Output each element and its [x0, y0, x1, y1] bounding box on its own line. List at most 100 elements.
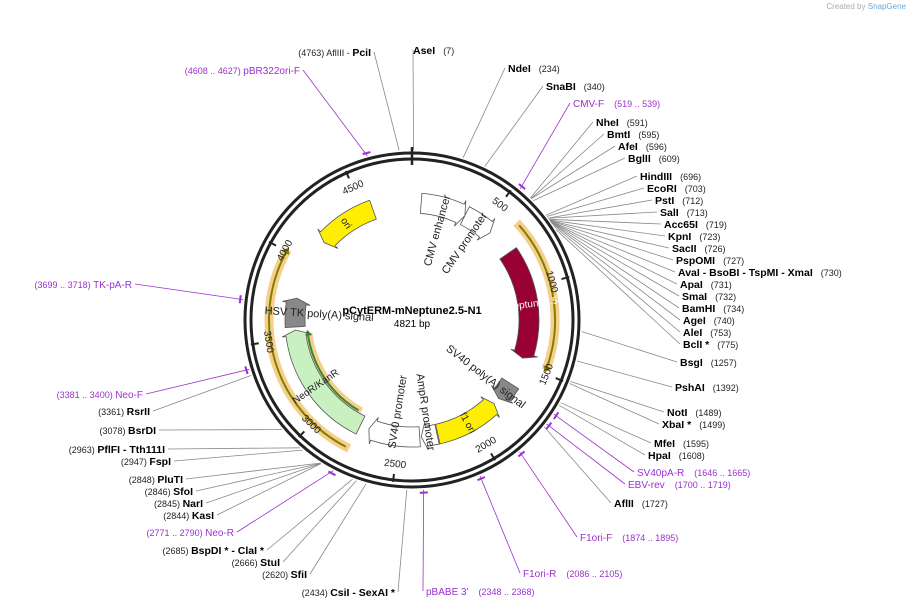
site-name-4: BmtI [607, 129, 630, 141]
site-name-0: AseI [413, 45, 435, 57]
primer-range-2: (1700 .. 1719) [675, 480, 731, 490]
primer-mark-1 [553, 411, 560, 420]
site-name-32: PflFI - Tth111I [97, 444, 165, 456]
primer-range-1: (1646 .. 1665) [694, 468, 750, 478]
site-num-20: (753) [710, 328, 731, 338]
scale-tick-1000 [561, 275, 570, 280]
site-name-21: BclI * [683, 339, 710, 351]
primer-label-9: (4608 .. 4627) pBR322ori-F [185, 66, 300, 77]
backbone [243, 147, 581, 489]
primer-name-6: Neo-R [205, 528, 234, 539]
site-name-26: MfeI [654, 438, 675, 450]
feature-arrow-cmv-enhancer [419, 192, 467, 227]
site-num-37: (2844) [163, 511, 192, 521]
site-label-24: NotI (1489) [667, 407, 721, 419]
feature-arrow-mneptune2-5 [499, 247, 540, 359]
site-num-39: (2666) [232, 558, 261, 568]
credit-prefix: Created by [826, 2, 866, 11]
site-num-5: (596) [646, 142, 667, 152]
site-label-40: (2620) SfiI [262, 569, 307, 581]
plasmid-name: pCytERM-mNeptune2.5-N1 [342, 305, 481, 317]
site-label-41: (2434) CsiI - SexAI * [302, 587, 396, 599]
primer-label-8: (3699 .. 3718) TK-pA-R [35, 280, 132, 291]
plasmid-length: 4821 bp [394, 319, 431, 330]
site-name-23: PshAI [675, 382, 705, 394]
site-num-3: (591) [627, 118, 648, 128]
primer-label-1: SV40pA-R(1646 .. 1665) [637, 468, 750, 479]
site-leader-20 [553, 225, 681, 333]
snapgene-credit: Created by SnapGene [826, 2, 906, 11]
primer-name-7: Neo-F [115, 390, 143, 401]
site-name-27: HpaI [648, 450, 671, 462]
site-label-18: BamHI(734) [682, 303, 744, 315]
scale-tick-4000 [268, 240, 277, 247]
site-num-23: (1392) [713, 383, 739, 393]
site-leader-2 [484, 85, 544, 167]
primer-leader-5 [422, 489, 425, 592]
track-arrow-0 [518, 224, 556, 367]
site-label-21: BclI *(775) [683, 339, 738, 351]
site-name-2: SnaBI [546, 81, 576, 93]
site-leader-7 [545, 175, 638, 216]
site-leader-27 [558, 404, 646, 456]
site-num-13: (726) [705, 244, 726, 254]
site-leader-28 [543, 426, 612, 504]
site-name-39: StuI [260, 557, 280, 569]
primer-range-3: (1874 .. 1895) [622, 533, 678, 543]
site-label-25: XbaI *(1499) [662, 419, 725, 431]
site-name-20: AleI [683, 327, 702, 339]
site-leader-26 [560, 402, 652, 444]
site-label-34: (2848) PluTI [129, 474, 183, 486]
site-label-17: SmaI (732) [682, 291, 736, 303]
site-leader-22 [581, 331, 678, 363]
site-label-12: KpnI(723) [668, 231, 720, 243]
site-leader-9 [547, 199, 653, 219]
track-arrowhead-1 [282, 247, 290, 255]
site-num-31: (3361) [98, 407, 127, 417]
site-num-7: (696) [680, 172, 701, 182]
site-num-8: (703) [685, 184, 706, 194]
site-label-37: (2844) KasI [163, 510, 214, 522]
feature-arrow-f1-ori [435, 396, 500, 445]
primer-mark-6 [327, 470, 336, 477]
site-num-0: (7) [443, 46, 454, 56]
site-name-41: CsiI - SexAI * [330, 587, 396, 599]
site-num-17: (732) [715, 292, 736, 302]
site-name-17: SmaI [682, 291, 707, 303]
site-label-23: PshAI (1392) [675, 382, 739, 394]
site-leader-33 [173, 449, 303, 462]
site-leader-37 [216, 463, 322, 516]
site-label-31: (3361) RsrII [98, 406, 150, 418]
site-label-30: (3078) BsrDI [99, 425, 156, 437]
primer-name-4: F1ori-R [523, 569, 556, 580]
site-leader-1 [462, 67, 506, 159]
site-num-24: (1489) [695, 408, 721, 418]
site-leader-13 [549, 220, 670, 249]
site-name-31: RsrII [127, 406, 150, 418]
site-num-16: (731) [711, 280, 732, 290]
primer-mark-8 [238, 295, 242, 304]
site-leader-8 [546, 187, 645, 217]
scale-tick-3000 [298, 430, 306, 438]
site-label-22: BsgI(1257) [680, 357, 737, 369]
site-leader-15 [550, 220, 676, 273]
primer-mark-5 [419, 491, 428, 494]
site-name-35: SfoI [173, 486, 193, 498]
site-num-6: (609) [659, 154, 680, 164]
site-num-27: (1608) [679, 451, 705, 461]
site-label-14: PspOMI(727) [676, 255, 744, 267]
site-name-24: NotI [667, 407, 687, 419]
site-name-7: HindIII [640, 171, 672, 183]
scale-tick-2000 [490, 452, 496, 461]
site-leader-23 [576, 360, 673, 388]
primer-mark-4 [477, 476, 486, 482]
site-leader-0 [412, 49, 414, 151]
site-leader-14 [549, 220, 674, 261]
site-num-25: (1499) [699, 420, 725, 430]
primer-range-4: (2086 .. 2105) [566, 569, 622, 579]
site-num-41: (2434) [302, 588, 331, 598]
track-arrow-1 [268, 252, 347, 448]
scale-tick-label-4000: 4000 [275, 238, 296, 263]
scale-tick-label-2000: 2000 [474, 435, 499, 456]
